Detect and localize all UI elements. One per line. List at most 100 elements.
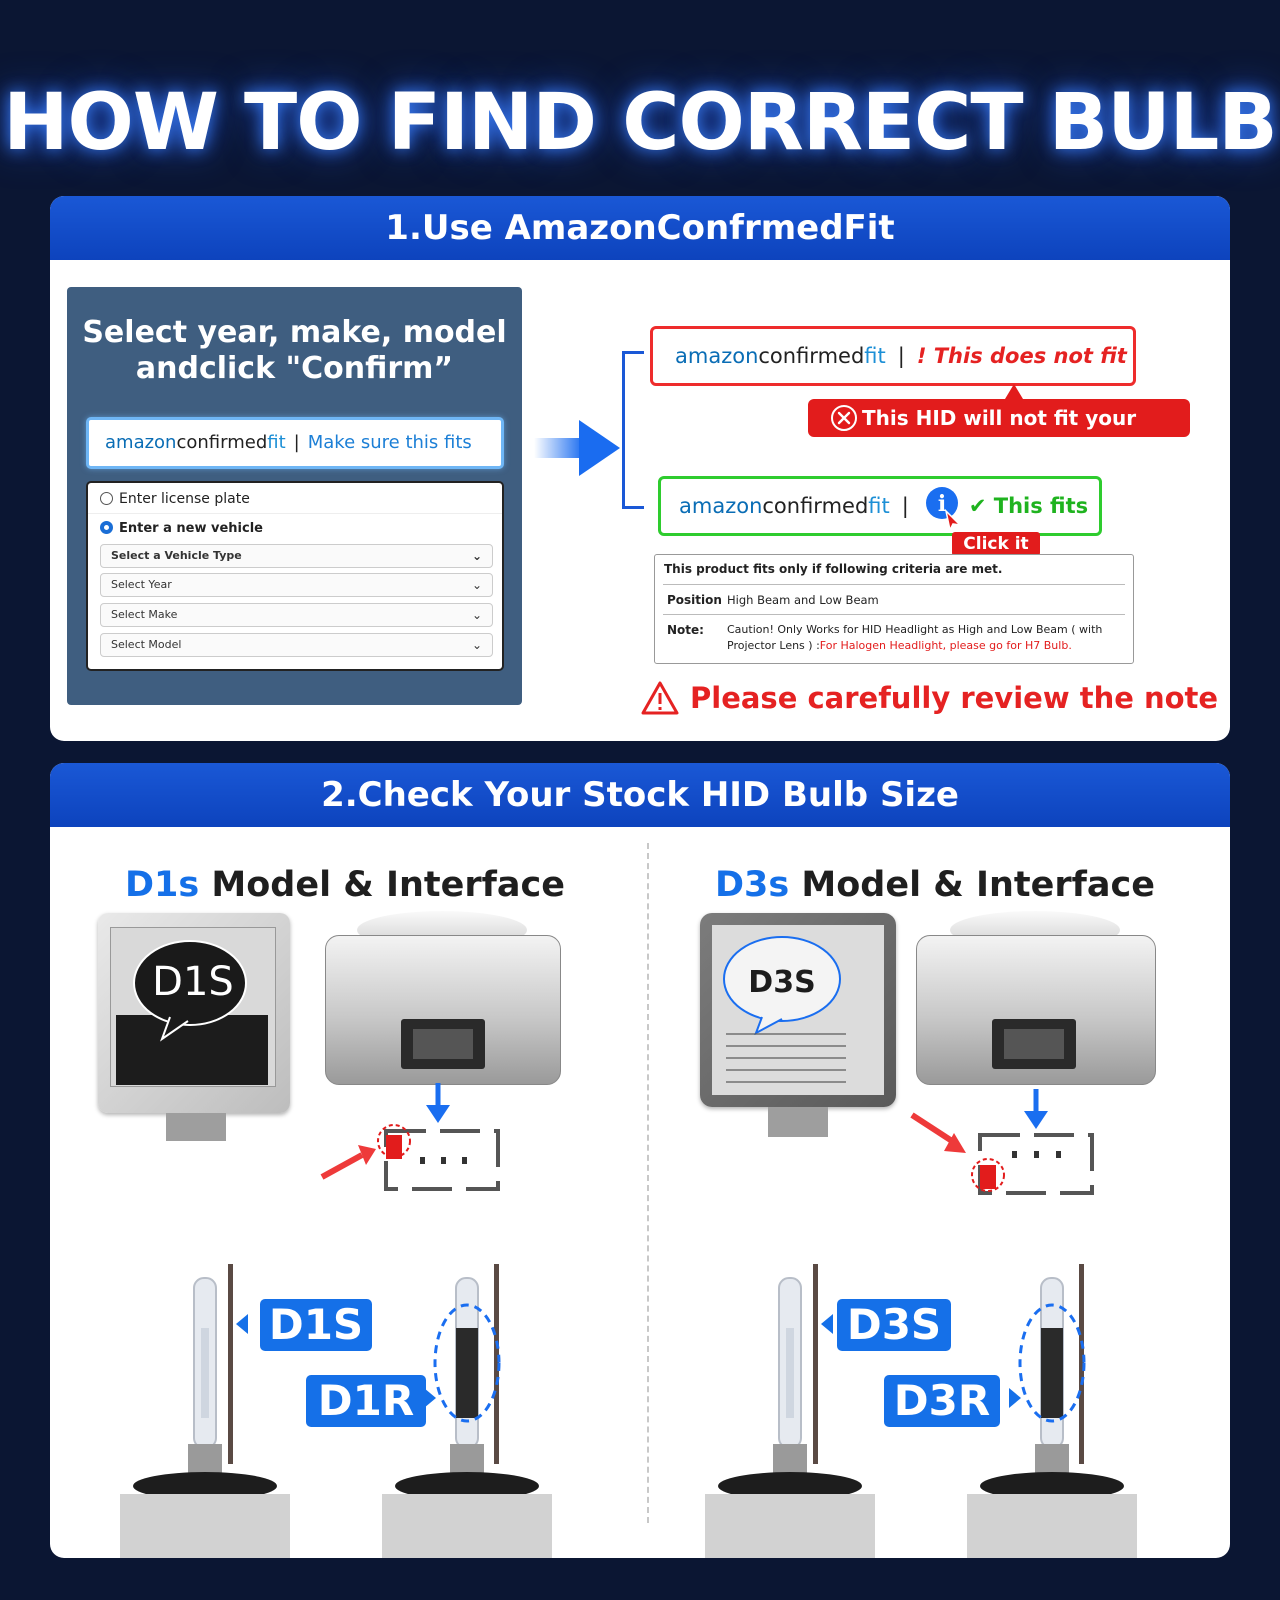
position-value: High Beam and Low Beam	[727, 593, 879, 607]
d1r-tag: D1R	[306, 1375, 426, 1427]
click-it-label: Click it	[952, 532, 1040, 556]
d1s-d1r-bulbs-photo	[120, 1264, 552, 1558]
d3s-d3r-bulbs-photo	[705, 1264, 1137, 1558]
separator: |	[897, 344, 905, 368]
close-circle-icon	[831, 405, 857, 431]
divider	[663, 614, 1125, 615]
select-year[interactable]: Select Year ⌄	[100, 573, 493, 597]
chevron-down-icon: ⌄	[471, 638, 482, 652]
position-label: Position	[667, 593, 722, 607]
column-divider	[647, 843, 649, 1523]
fits-message: This fits	[993, 494, 1089, 518]
d1s-pinout-diagram	[320, 1083, 500, 1191]
amazon-text: amazon	[679, 494, 763, 518]
warning-text: Please carefully review the note	[690, 681, 1219, 715]
d3s-pinout-diagram	[910, 1089, 1094, 1195]
panel-title: Select year, make, model andclick "Confi…	[67, 315, 522, 387]
d1s-title-rest: Model & Interface	[199, 865, 565, 905]
radio-new-label: Enter a new vehicle	[119, 521, 263, 536]
d1s-model-label: D1S	[152, 959, 234, 1005]
confirmed-text: confirmed	[762, 494, 869, 518]
not-fit-message: ! This does not fit	[916, 344, 1127, 368]
select-label: Select Make	[111, 608, 178, 621]
d3s-title: D3s Model & Interface	[700, 865, 1170, 905]
note-red-text: For Halogen Headlight, please go for H7 …	[819, 639, 1072, 652]
info-icon[interactable]: i	[920, 483, 968, 531]
make-sure-fits-text[interactable]: Make sure this fits	[307, 432, 472, 453]
criteria-header: This product fits only if following crit…	[664, 562, 1003, 576]
d3s-title-highlight: D3s	[715, 865, 790, 905]
confirmed-text: confirmed	[758, 344, 865, 368]
section-amazon-confirmed-fit: 1.Use AmazonConfrmedFit Select year, mak…	[50, 196, 1230, 741]
note-line1: Caution! Only Works for HID Headlight as…	[727, 623, 1103, 636]
amazon-text: amazon	[105, 432, 177, 453]
bulb-tab	[166, 1113, 226, 1141]
check-icon: ✔	[968, 494, 994, 518]
panel-title-line1: Select year, make, model	[82, 315, 507, 350]
connector-pins	[413, 1029, 473, 1059]
fit-text: fit	[868, 494, 890, 518]
select-model[interactable]: Select Model ⌄	[100, 633, 493, 657]
note-label: Note:	[667, 623, 704, 637]
speech-bubble-icon	[133, 940, 247, 1042]
d3s-title-rest: Model & Interface	[789, 865, 1155, 905]
section1-title: 1.Use AmazonConfrmedFit	[50, 196, 1230, 260]
fit-text: fit	[864, 344, 886, 368]
panel-title-line2: andclick "Confirm”	[135, 351, 454, 386]
select-label: Select a Vehicle Type	[111, 549, 242, 562]
section2-title: 2.Check Your Stock HID Bulb Size	[50, 763, 1230, 827]
svg-text:i: i	[938, 491, 946, 517]
divider	[663, 584, 1125, 585]
not-fit-tooltip: This HID will not fit your vehicle	[808, 399, 1190, 468]
page-headline: HOW TO FIND CORRECT BULB	[3, 78, 1277, 168]
speech-bubble-icon	[723, 936, 841, 1035]
not-fit-badge: amazonconfirmedfit | ! This does not fit	[650, 326, 1136, 386]
fit-criteria-box: This product fits only if following crit…	[654, 554, 1134, 664]
fit-text: fit	[267, 432, 286, 453]
d1s-title-highlight: D1s	[125, 865, 200, 905]
warning-row: Please carefully review the note	[640, 680, 1218, 716]
note-line2-text: Projector Lens ) :	[727, 639, 820, 652]
not-fit-tooltip-text: This HID will not fit your vehicle	[862, 406, 1137, 468]
separator: |	[901, 494, 909, 518]
d1s-title: D1s Model & Interface	[110, 865, 580, 905]
select-make[interactable]: Select Make ⌄	[100, 603, 493, 627]
d1s-connector-photo	[325, 911, 561, 1101]
connector-pins	[1004, 1029, 1064, 1059]
radio-new-vehicle[interactable]: Enter a new vehicle	[100, 521, 263, 536]
d3s-tag: D3S	[837, 1299, 951, 1351]
d3s-bulb-base-photo: D3S	[700, 913, 896, 1137]
select-vehicle-type[interactable]: Select a Vehicle Type ⌄	[100, 544, 493, 568]
d1s-bulb-base-photo: D1S	[98, 913, 290, 1141]
radio-license-plate[interactable]: Enter license plate	[100, 491, 250, 507]
select-label: Select Year	[111, 578, 172, 591]
radio-license-label: Enter license plate	[119, 491, 250, 507]
note-line2: Projector Lens ) :For Halogen Headlight,…	[727, 639, 1072, 652]
tooltip-notch	[1005, 384, 1023, 399]
d3s-model-label: D3S	[748, 965, 816, 1000]
warning-icon	[641, 681, 679, 715]
select-label: Select Model	[111, 638, 182, 651]
confirmed-fit-badge: amazonconfirmedfit | Make sure this fits	[86, 417, 504, 469]
chevron-down-icon: ⌄	[471, 549, 482, 563]
bulb-tab	[768, 1107, 828, 1137]
radio-on-icon[interactable]	[100, 521, 113, 534]
separator: |	[293, 432, 300, 453]
confirmed-text: confirmed	[176, 432, 268, 453]
d1s-tag: D1S	[260, 1299, 372, 1351]
chevron-down-icon: ⌄	[471, 578, 482, 592]
chevron-down-icon: ⌄	[471, 608, 482, 622]
radio-off-icon[interactable]	[100, 492, 113, 505]
vehicle-select-panel: Select year, make, model andclick "Confi…	[67, 287, 522, 705]
arrow-right-icon	[534, 420, 620, 476]
divider	[88, 513, 502, 514]
vehicle-form: Enter license plate Enter a new vehicle …	[86, 481, 504, 671]
fits-badge: amazonconfirmedfit | ✔ This fits	[658, 476, 1102, 536]
label-black-band	[116, 1015, 268, 1085]
section-check-bulb-size: 2.Check Your Stock HID Bulb Size D1s Mod…	[50, 763, 1230, 1558]
d3r-tag: D3R	[884, 1375, 1000, 1427]
bracket	[622, 351, 644, 509]
label-print-lines	[726, 1033, 846, 1083]
d3s-connector-photo	[916, 911, 1156, 1101]
amazon-text: amazon	[675, 344, 759, 368]
